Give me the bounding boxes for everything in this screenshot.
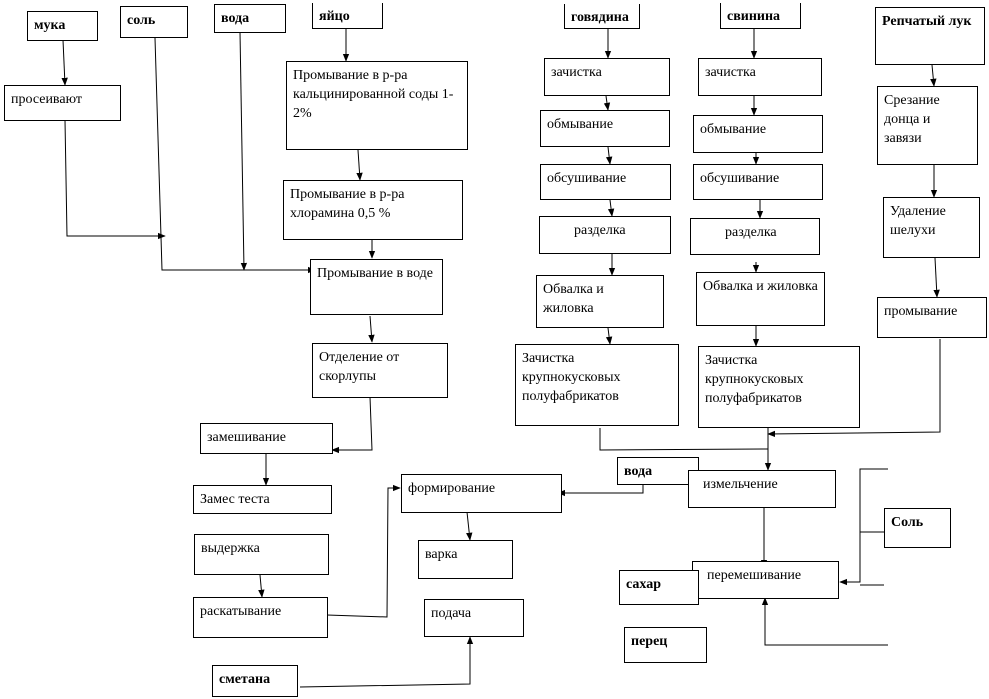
ingredient-sugar: сахар bbox=[619, 570, 699, 605]
connector bbox=[258, 574, 265, 598]
step-beef-wash: обмывание bbox=[540, 110, 670, 147]
step-egg-soda: Промывание в р-ра кальцинированной соды … bbox=[286, 61, 468, 150]
ingredient-egg: яйцо bbox=[312, 3, 383, 29]
ingredient-water: вода bbox=[214, 4, 286, 33]
step-boiling: варка bbox=[418, 540, 513, 579]
step-pork-wash: обмывание bbox=[693, 115, 823, 153]
ingredient-salt-right: Соль bbox=[884, 508, 951, 548]
step-forming: формирование bbox=[401, 474, 562, 513]
connector bbox=[356, 149, 363, 181]
step-serving: подача bbox=[424, 599, 524, 637]
connector bbox=[154, 37, 243, 271]
connector bbox=[767, 339, 941, 438]
ingredient-flour: мука bbox=[27, 11, 98, 41]
step-beef-cut: разделка bbox=[539, 216, 671, 254]
step-onion-peel: Удаление шелухи bbox=[883, 197, 980, 258]
step-kneading: Замес теста bbox=[193, 485, 332, 514]
ingredient-onion: Репчатый лук bbox=[875, 7, 985, 65]
ingredient-beef: говядина bbox=[564, 4, 640, 29]
connector bbox=[839, 468, 888, 586]
step-resting: выдержка bbox=[194, 534, 329, 575]
ingredient-salt: соль bbox=[120, 6, 188, 38]
ingredient-pepper: перец bbox=[624, 627, 707, 663]
step-egg-chloramine: Промывание в р-ра хлорамина 0,5 % bbox=[283, 180, 463, 240]
connector bbox=[599, 428, 769, 451]
connector bbox=[466, 511, 473, 541]
connector bbox=[368, 315, 375, 343]
ingredient-pork: свинина bbox=[720, 3, 801, 29]
connector bbox=[761, 597, 888, 646]
connector bbox=[933, 257, 940, 298]
step-mixing: замешивание bbox=[200, 423, 333, 454]
connector bbox=[930, 64, 937, 87]
step-beef-dry: обсушивание bbox=[540, 164, 671, 200]
step-onion-cut: Срезание донца и завязи bbox=[877, 86, 978, 165]
step-beef-trim: Зачистка крупнокусковых полуфабрикатов bbox=[515, 344, 679, 426]
ingredient-water-right: вода bbox=[617, 457, 699, 485]
connector bbox=[61, 39, 68, 86]
step-stirring: перемешивание bbox=[692, 561, 839, 599]
step-beef-bone: Обвалка и жиловка bbox=[536, 275, 664, 328]
step-pork-dry: обсушивание bbox=[693, 164, 823, 200]
step-rolling: раскатывание bbox=[193, 597, 328, 638]
ingredient-sour-cream: сметана bbox=[212, 665, 298, 697]
step-pork-clean: зачистка bbox=[698, 58, 822, 96]
step-pork-bone: Обвалка и жиловка bbox=[696, 272, 825, 326]
connector bbox=[299, 636, 474, 688]
connector bbox=[603, 95, 611, 111]
step-pork-cut: разделка bbox=[690, 218, 820, 255]
step-shell-separation: Отделение от скорлупы bbox=[312, 343, 448, 398]
step-beef-clean: зачистка bbox=[544, 58, 670, 96]
step-egg-water: Промывание в воде bbox=[310, 259, 443, 315]
connector bbox=[239, 31, 248, 271]
connector bbox=[605, 146, 613, 165]
step-sift: просеивают bbox=[4, 85, 121, 121]
connector bbox=[331, 396, 373, 454]
step-onion-wash: промывание bbox=[877, 297, 987, 338]
connector bbox=[607, 199, 615, 217]
connector bbox=[64, 119, 166, 240]
connector bbox=[605, 327, 613, 345]
step-pork-trim: Зачистка крупнокусковых полуфабрикатов bbox=[698, 346, 860, 428]
connector bbox=[326, 484, 401, 618]
step-grinding: измельчение bbox=[688, 470, 836, 508]
